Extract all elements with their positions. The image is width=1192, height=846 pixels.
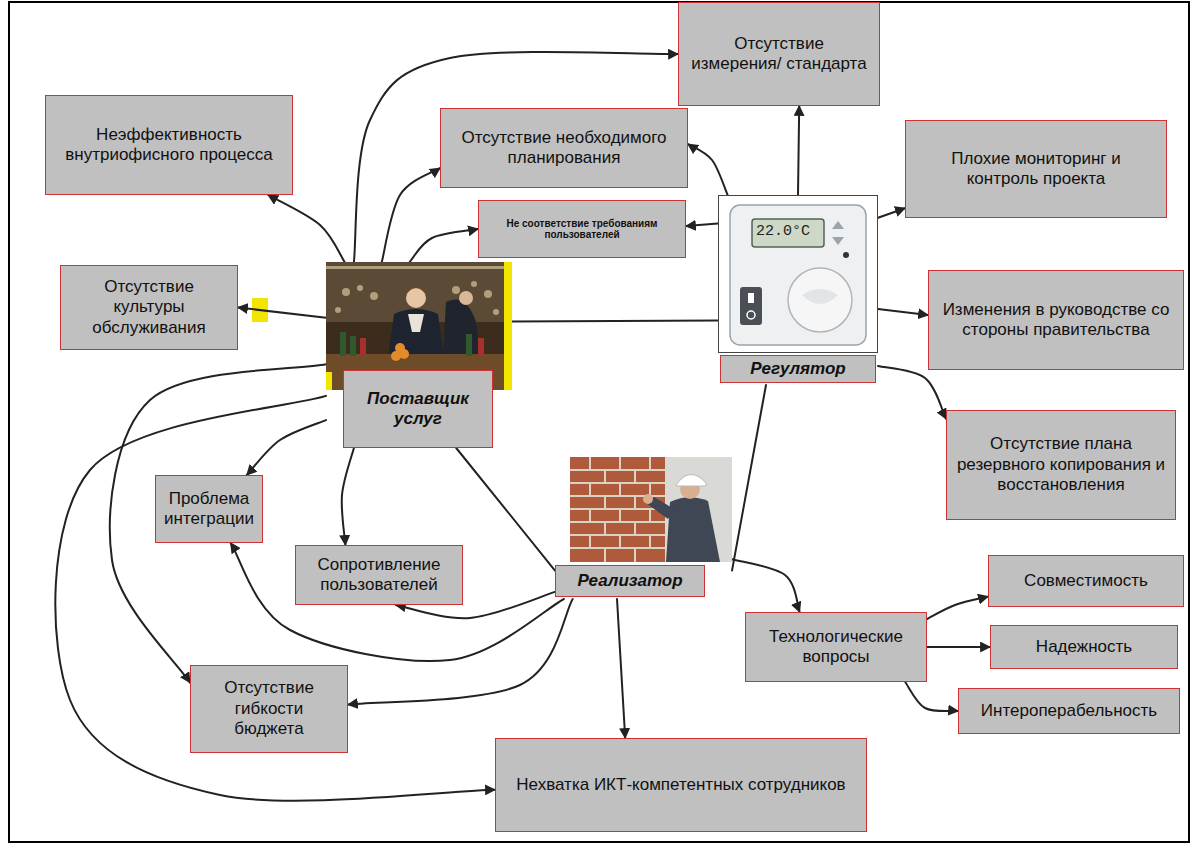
issue-box: Нехватка ИКТ-компетентных сотрудников	[495, 738, 867, 832]
arrow-connector	[55, 396, 495, 801]
thermostat-illustration	[718, 195, 878, 353]
box-text-group: Отсутствие необходимого планирования	[449, 128, 679, 169]
box-text: Проблема интеграции	[164, 489, 254, 530]
arrow-connector	[905, 682, 958, 711]
display-reading: 22.0°C	[756, 223, 810, 240]
provider-actor: Поставщик услуг	[326, 262, 512, 448]
issue-box: Изменения в руководстве со стороны прави…	[928, 270, 1184, 370]
arrow-connector	[927, 646, 990, 648]
issue-box: Отсутствие культуры обслуживания	[60, 265, 238, 350]
box-text: Плохие мониторинг и контроль проекта	[914, 149, 1158, 190]
actor-label: Реализатор	[555, 565, 705, 597]
box-text-group: Сопротивление пользователей	[304, 555, 454, 596]
arrow-connector	[878, 366, 946, 419]
box-text-group: Проблема интеграции	[164, 489, 254, 530]
arrow-connector	[686, 224, 718, 227]
issue-box: Технологические вопросы	[745, 612, 927, 682]
link-line	[512, 320, 718, 321]
box-text: Совместимость	[1024, 571, 1148, 591]
implementer-actor: Реализатор	[555, 457, 732, 599]
arrow-connector	[238, 308, 326, 318]
issue-box: Интероперабельность	[958, 688, 1180, 734]
issue-box: Не соответствие требованиям пользователе…	[478, 200, 686, 258]
box-text: Отсутствие культуры обслуживания	[69, 277, 229, 338]
box-text-group: Совместимость	[1024, 571, 1148, 591]
issue-box: Отсутствие плана резервного копирования …	[946, 410, 1176, 520]
box-text: Сопротивление пользователей	[304, 555, 454, 596]
issue-box: Отсутствие измерения/ стандарта	[678, 2, 880, 106]
box-text: Надежность	[1036, 637, 1132, 657]
box-text: Отсутствие измерения/ стандарта	[687, 34, 871, 75]
box-text-group: Надежность	[1036, 637, 1132, 657]
box-text: Не соответствие требованиям пользователе…	[485, 218, 679, 241]
arrow-connector	[348, 599, 573, 705]
issue-box: Проблема интеграции	[155, 475, 263, 543]
issue-box: Неэффективность внутриофисного процесса	[45, 95, 293, 195]
box-text-group: Не соответствие требованиям пользователе…	[485, 218, 679, 241]
arrow-connector	[247, 420, 326, 475]
issue-box: Отсутствие необходимого планирования	[440, 108, 688, 188]
actor-label: Поставщик услуг	[343, 370, 493, 448]
arrow-connector	[382, 168, 440, 262]
box-text-group: Технологические вопросы	[754, 627, 918, 668]
link-line	[732, 385, 766, 571]
arrow-connector	[110, 364, 326, 682]
box-text-group: Плохие мониторинг и контроль проекта	[914, 149, 1158, 190]
box-text-group: Отсутствие измерения/ стандарта	[687, 34, 871, 75]
box-text-group: Отсутствие гибкости бюджета	[199, 678, 339, 739]
box-text-group: Неэффективность внутриофисного процесса	[54, 125, 284, 166]
box-text: Отсутствие плана резервного копирования …	[955, 434, 1167, 495]
arrow-connector	[231, 543, 564, 661]
issue-box: Плохие мониторинг и контроль проекта	[905, 120, 1167, 218]
box-text: Изменения в руководстве со стороны прави…	[937, 300, 1175, 341]
box-text: Неэффективность внутриофисного процесса	[54, 125, 284, 166]
box-text-group: Отсутствие плана резервного копирования …	[955, 434, 1167, 495]
arrow-connector	[878, 208, 905, 218]
box-text-group: Интероперабельность	[981, 701, 1157, 721]
box-text: Технологические вопросы	[754, 627, 918, 668]
box-text-group: Отсутствие культуры обслуживания	[69, 277, 229, 338]
arrow-connector	[617, 599, 625, 738]
actor-label: Регулятор	[720, 355, 876, 383]
arrow-connector	[927, 597, 988, 619]
link-line	[456, 448, 555, 571]
arrow-connector	[798, 106, 799, 195]
box-text: Нехватка ИКТ-компетентных сотрудников	[516, 775, 845, 795]
box-text-group: Изменения в руководстве со стороны прави…	[937, 300, 1175, 341]
arrow-connector	[410, 229, 478, 262]
issue-box: Надежность	[990, 625, 1178, 669]
outer-frame	[9, 2, 1189, 842]
box-text-group: Нехватка ИКТ-компетентных сотрудников	[516, 775, 845, 795]
box-text: Отсутствие гибкости бюджета	[199, 678, 339, 739]
arrow-connector	[732, 559, 800, 612]
arrow-connector	[878, 309, 928, 315]
issue-box: Сопротивление пользователей	[295, 545, 463, 605]
issue-box: Совместимость	[988, 555, 1184, 607]
box-text: Интероперабельность	[981, 701, 1157, 721]
arrow-connector	[268, 195, 344, 262]
issue-box: Отсутствие гибкости бюджета	[190, 665, 348, 753]
box-text: Отсутствие необходимого планирования	[449, 128, 679, 169]
worker-illustration	[570, 457, 732, 562]
arrow-connector	[342, 448, 354, 545]
arrow-connector	[688, 144, 728, 195]
